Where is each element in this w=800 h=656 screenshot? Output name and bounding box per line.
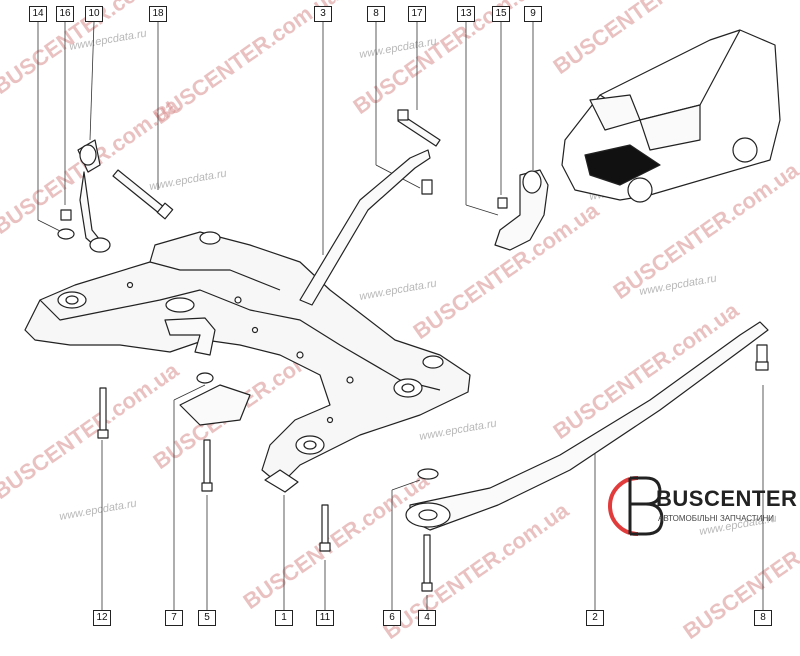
nut-15 xyxy=(497,197,508,209)
mount-9 xyxy=(494,169,549,251)
logo-name: BUSCENTER xyxy=(656,486,798,511)
callout-17: 17 xyxy=(408,6,426,22)
plate-7 xyxy=(179,372,251,426)
callout-13: 13 xyxy=(457,6,475,22)
callout-7: 7 xyxy=(165,610,183,626)
van-illustration xyxy=(561,29,781,203)
callout-8-top: 8 xyxy=(367,6,385,22)
nut-16 xyxy=(60,209,72,221)
callout-15: 15 xyxy=(492,6,510,22)
watermark-brand: BUSCENTER.com.ua xyxy=(409,197,604,344)
callout-12: 12 xyxy=(93,610,111,626)
bolt-5 xyxy=(201,439,213,492)
watermark-url: www.epcdata.ru xyxy=(148,168,227,193)
callout-5: 5 xyxy=(198,610,216,626)
watermark-url: www.epcdata.ru xyxy=(58,498,137,523)
callout-10: 10 xyxy=(85,6,103,22)
watermark-brand: BUSCENTER.com.ua xyxy=(0,357,184,504)
leader-lines xyxy=(37,21,764,610)
watermark-brand: BUSCENTER.com.ua xyxy=(549,297,744,444)
callout-16: 16 xyxy=(56,6,74,22)
callout-8-bottom: 8 xyxy=(754,610,772,626)
washer-6 xyxy=(417,468,439,480)
callout-1: 1 xyxy=(275,610,293,626)
callout-18: 18 xyxy=(149,6,167,22)
bolt-17 xyxy=(397,109,441,147)
callout-11: 11 xyxy=(316,610,334,626)
tie-rod-3 xyxy=(299,149,431,306)
callout-4: 4 xyxy=(418,610,436,626)
callout-6: 6 xyxy=(383,610,401,626)
tie-rod-2 xyxy=(405,321,769,531)
subframe-crossmember xyxy=(24,231,471,493)
nut-8-top xyxy=(421,179,433,195)
callout-2: 2 xyxy=(586,610,604,626)
callout-3: 3 xyxy=(314,6,332,22)
watermark-brand: BUSCENTER.com.ua xyxy=(239,467,434,614)
bolt-18 xyxy=(112,169,174,220)
buscenter-logo: BUSCENTER АВТОМОБІЛЬНІ ЗАПЧАСТИНИ xyxy=(608,470,798,560)
callout-14: 14 xyxy=(29,6,47,22)
mount-10 xyxy=(77,139,111,253)
nut-8-right xyxy=(755,344,769,371)
callout-9: 9 xyxy=(524,6,542,22)
logo-emblem-icon xyxy=(608,476,664,536)
bolt-12 xyxy=(97,387,109,439)
bolt-4 xyxy=(421,534,433,592)
washer-14 xyxy=(57,228,75,240)
watermark-url: www.epcdata.ru xyxy=(418,418,497,443)
bolt-11 xyxy=(319,504,331,552)
logo-tagline: АВТОМОБІЛЬНІ ЗАПЧАСТИНИ xyxy=(658,514,774,523)
watermark-url: www.epcdata.ru xyxy=(358,278,437,303)
